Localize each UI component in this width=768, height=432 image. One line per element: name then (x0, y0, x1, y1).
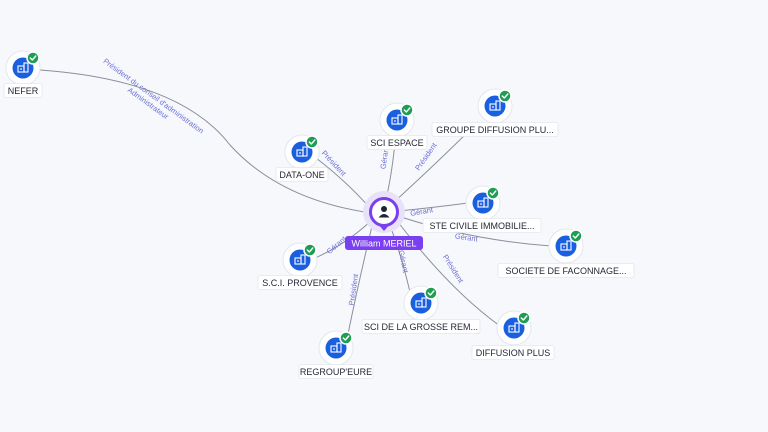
person-pointer (378, 224, 390, 231)
person-icon (378, 206, 390, 218)
company-node-societe-faconnage[interactable]: SOCIETE DE FACONNAGE... (497, 228, 635, 278)
company-node-nefer[interactable]: NEFER (3, 50, 43, 98)
relation-label-group: Gérant (378, 145, 390, 170)
company-node-ste-civile[interactable]: STE CIVILE IMMOBILIE... (422, 185, 542, 233)
check-icon (339, 331, 353, 345)
company-node-diffusion-plus[interactable]: DIFFUSION PLUS (471, 310, 555, 360)
relation-label: Gérant (454, 231, 479, 243)
check-icon (569, 229, 583, 243)
relation-label-group: Président (347, 272, 360, 306)
relation-label-group: Président (441, 253, 466, 285)
building-icon (415, 297, 427, 308)
relation-label-group: Gérant (397, 249, 411, 274)
check-icon (26, 51, 40, 65)
company-label: SCI DE LA GROSSE REM... (364, 322, 478, 332)
relation-label: Gérant (397, 249, 411, 274)
company-label: SCI ESPACE (370, 138, 423, 148)
node-label-box (497, 263, 635, 278)
company-label: REGROUP'EURE (300, 367, 372, 377)
company-label: STE CIVILE IMMOBILIE... (429, 221, 534, 231)
relation-label: Président du conseil d'administration (102, 57, 206, 136)
company-label: NEFER (8, 86, 39, 96)
node-label-box (3, 83, 43, 98)
check-icon (517, 311, 531, 325)
building-icon (477, 197, 489, 208)
company-label: DATA-ONE (279, 170, 324, 180)
company-node-sci-grosse[interactable]: SCI DE LA GROSSE REM... (361, 285, 481, 334)
check-icon (305, 135, 319, 149)
building-icon (294, 254, 306, 265)
node-label-box (275, 167, 329, 182)
company-node-regroup-eure[interactable]: REGROUP'EURE (298, 330, 374, 379)
company-node-data-one[interactable]: DATA-ONE (275, 134, 329, 182)
node-label-box (366, 135, 428, 150)
node-label-box (471, 345, 555, 360)
node-label-box (431, 122, 559, 137)
node-label-box (361, 319, 481, 334)
node-label-box (298, 364, 374, 379)
edge-ste-civile (397, 202, 469, 212)
building-icon (17, 62, 29, 73)
company-node-sci-provence[interactable]: S.C.I. PROVENCE (257, 242, 343, 290)
edge-sci-provence (314, 219, 373, 259)
relation-label: Gérant (409, 205, 434, 218)
relation-label: Président (441, 253, 466, 285)
building-icon (508, 322, 520, 333)
relation-label-group: Gérant (409, 205, 434, 218)
node-label-box (422, 218, 542, 233)
edge-societe-faconnage (397, 215, 552, 247)
company-node-groupe-diffusion[interactable]: GROUPE DIFFUSION PLU... (431, 88, 559, 137)
person-name-tag (345, 236, 423, 250)
relation-label: Gérant (378, 145, 390, 170)
person-node[interactable]: William MERIEL (345, 191, 423, 250)
building-icon (296, 146, 308, 157)
building-icon (489, 100, 501, 111)
relation-label-group: Président du conseil d'administrationAdm… (102, 57, 206, 136)
person-name: William MERIEL (351, 239, 416, 249)
company-node-sci-espace[interactable]: SCI ESPACE (366, 102, 428, 150)
check-icon (486, 186, 500, 200)
check-icon (303, 243, 317, 257)
relation-label: Président (347, 272, 360, 306)
company-label: GROUPE DIFFUSION PLU... (436, 125, 554, 135)
check-icon (424, 286, 438, 300)
check-icon (498, 89, 512, 103)
relation-label-group: Gérant (454, 231, 479, 243)
building-icon (391, 114, 403, 125)
check-icon (400, 103, 414, 117)
company-label: DIFFUSION PLUS (476, 348, 551, 358)
edge-nefer (39, 69, 372, 214)
company-label: S.C.I. PROVENCE (262, 278, 338, 288)
building-icon (330, 342, 342, 353)
building-icon (560, 240, 572, 251)
node-label-box (257, 275, 343, 290)
company-label: SOCIETE DE FACONNAGE... (505, 266, 626, 276)
